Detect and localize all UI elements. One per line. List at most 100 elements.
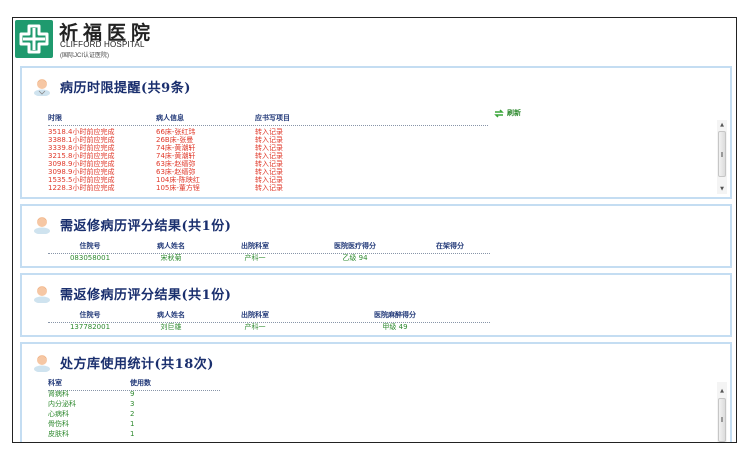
- panel-title-text: 需返修病历评分结果(共1份): [60, 218, 232, 234]
- panel-title-text: 需返修病历评分结果(共1份): [60, 287, 232, 303]
- doctor-avatar-icon: [34, 355, 50, 372]
- panel-title: 处方库使用统计(共18次): [32, 351, 214, 373]
- column-header: 科室: [48, 379, 62, 387]
- panel-title: 需返修病历评分结果(共1份): [32, 282, 231, 304]
- refresh-arrows-icon: [494, 108, 504, 118]
- column-header: 医院麻醉得分: [374, 311, 416, 319]
- required-item: 转入记录: [255, 176, 283, 184]
- doctor-avatar-icon: [34, 217, 50, 234]
- time-limit: 1535.5小时前应完成: [48, 176, 115, 184]
- required-item: 转入记录: [255, 136, 283, 144]
- table-row[interactable]: 137782001 刘巨雄 产科一 甲级 49: [48, 323, 490, 331]
- deadline-scrollbar[interactable]: ▲ ▼: [717, 120, 727, 194]
- brand-name-en: CLIFFORD HOSPITAL: [60, 40, 145, 49]
- table-header: 住院号 病人姓名 出院科室 医院麻醉得分: [48, 310, 490, 323]
- return-score-panel-2: 需返修病历评分结果(共1份) 住院号 病人姓名 出院科室 医院麻醉得分 1377…: [20, 273, 732, 337]
- column-header: 使用数: [130, 379, 151, 387]
- usage-count: 1: [130, 420, 135, 428]
- table-header: 科室 使用数: [48, 378, 220, 391]
- department: 心病科: [48, 410, 69, 418]
- usage-count: 9: [130, 390, 135, 398]
- time-limit: 3098.9小时前应完成: [48, 160, 115, 168]
- refresh-button[interactable]: 刷新: [494, 108, 521, 118]
- admission-id: 083058001: [69, 254, 111, 262]
- column-header: 出院科室: [241, 311, 269, 319]
- patient-name: 宋秋菊: [160, 254, 182, 262]
- column-header: 住院号: [79, 311, 101, 319]
- column-header: 病人姓名: [157, 311, 185, 319]
- shelf-score: [410, 254, 490, 262]
- scroll-up-arrow-icon[interactable]: ▲: [720, 122, 724, 128]
- hospital-logo: [15, 20, 53, 58]
- return-table-body: 083058001 宋秋菊 产科一 乙级 94: [48, 254, 490, 262]
- brand-name-cn: 祈福医院: [59, 22, 156, 44]
- table-row[interactable]: 1228.3小时前应完成 105床-董方锃 转入记录: [48, 184, 335, 192]
- table-row[interactable]: 内分泌科 3: [48, 399, 170, 409]
- usage-count: 1: [130, 430, 135, 438]
- column-header: 医院医疗得分: [334, 242, 376, 250]
- required-item: 转入记录: [255, 160, 283, 168]
- column-header: 时限: [48, 114, 62, 122]
- return-score-panel-1: 需返修病历评分结果(共1份) 住院号 病人姓名 出院科室 医院医疗得分 在架得分…: [20, 204, 732, 268]
- patient-info: 63床-赵缙弥: [156, 168, 196, 176]
- column-header: 应书写项目: [255, 114, 290, 122]
- time-limit: 3388.1小时前应完成: [48, 136, 115, 144]
- table-row[interactable]: 1535.5小时前应完成 104床-陈映红 转入记录: [48, 176, 335, 184]
- usage-count: 2: [130, 410, 135, 418]
- column-header: 住院号: [79, 242, 101, 250]
- prescription-scrollbar[interactable]: ▲: [717, 382, 727, 442]
- panel-title-text: 处方库使用统计(共18次): [60, 356, 214, 372]
- deadline-reminder-panel: 病历时限提醒(共9条) 刷新 时限 病人信息 应书写项目 3518.4小时前应完…: [20, 66, 732, 199]
- scroll-up-arrow-icon[interactable]: ▲: [720, 388, 724, 394]
- table-row[interactable]: 心病科 2: [48, 409, 170, 419]
- department: 内分泌科: [48, 400, 76, 408]
- table-row[interactable]: 083058001 宋秋菊 产科一 乙级 94: [48, 254, 490, 262]
- required-item: 转入记录: [255, 152, 283, 160]
- column-header: 病人信息: [156, 114, 184, 122]
- required-item: 转入记录: [255, 168, 283, 176]
- grip-icon: [721, 152, 723, 157]
- doctor-avatar-icon: [34, 286, 50, 303]
- anesthesia-score: 甲级 49: [382, 323, 408, 331]
- table-row[interactable]: 肾病科 9: [48, 389, 170, 399]
- panel-title: 需返修病历评分结果(共1份): [32, 213, 231, 235]
- panel-title: 病历时限提醒(共9条): [32, 75, 191, 97]
- cross-logo-icon: [19, 24, 49, 54]
- prescription-stats-panel: 处方库使用统计(共18次) 科室 使用数 肾病科 9 内分泌科 3 心病科 2 骨伤科…: [20, 342, 732, 442]
- panel-title-text: 病历时限提醒(共9条): [60, 80, 191, 96]
- table-header: 住院号 病人姓名 出院科室 医院医疗得分 在架得分: [48, 241, 490, 254]
- table-row[interactable]: 3098.9小时前应完成 63床-赵缙弥 转入记录: [48, 160, 335, 168]
- patient-info: 105床-董方锃: [156, 184, 200, 192]
- patient-info: 63床-赵缙弥: [156, 160, 196, 168]
- app-window: 祈福医院 CLIFFORD HOSPITAL (国际JCI认证医院) 病历时限提…: [12, 17, 737, 443]
- scroll-thumb[interactable]: [718, 398, 726, 442]
- department: 肾病科: [48, 390, 69, 398]
- hospital-header: 祈福医院 CLIFFORD HOSPITAL (国际JCI认证医院): [13, 18, 736, 63]
- column-header: 出院科室: [241, 242, 269, 250]
- time-limit: 1228.3小时前应完成: [48, 184, 115, 192]
- patient-name: 刘巨雄: [160, 323, 182, 331]
- medical-score: 乙级 94: [342, 254, 368, 262]
- required-item: 转入记录: [255, 184, 283, 192]
- usage-count: 3: [130, 400, 135, 408]
- refresh-label: 刷新: [507, 109, 521, 117]
- patient-info: 66床-张红玮: [156, 128, 196, 136]
- time-limit: 3518.4小时前应完成: [48, 128, 115, 136]
- doctor-avatar-icon: [34, 79, 50, 96]
- column-header: 在架得分: [436, 242, 464, 250]
- column-header: 病人姓名: [157, 242, 185, 250]
- scroll-down-arrow-icon[interactable]: ▼: [720, 186, 724, 192]
- patient-info: 104床-陈映红: [156, 176, 200, 184]
- patient-info: 74床-黄潮轩: [156, 152, 196, 160]
- return-table-body: 137782001 刘巨雄 产科一 甲级 49: [48, 323, 490, 331]
- scroll-thumb[interactable]: [718, 131, 726, 177]
